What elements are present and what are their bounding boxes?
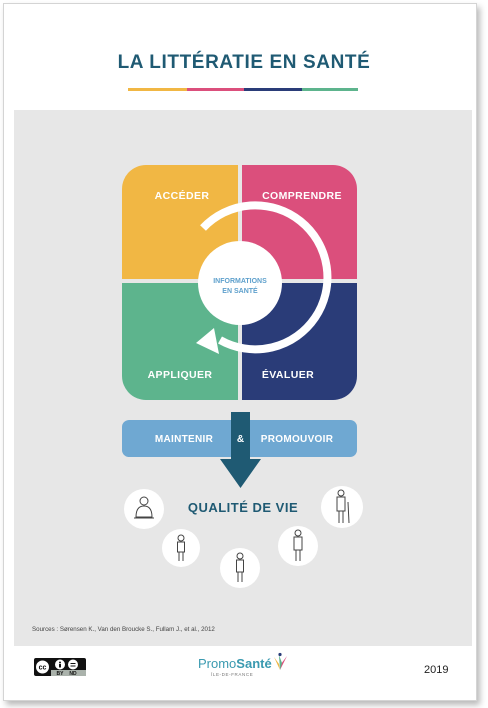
page-title: LA LITTÉRATIE EN SANTÉ [117, 52, 371, 73]
center-line-2: EN SANTÉ [222, 286, 258, 295]
label-promote: PROMOUVOIR [261, 434, 334, 445]
cc-license-badge: cc BY ND [34, 658, 86, 681]
person-teen-icon [220, 548, 260, 588]
logo-tagline: ÎLE-DE-FRANCE [211, 672, 254, 677]
cycle-arrow-icon [196, 328, 219, 354]
cc-icon [35, 659, 50, 675]
promosante-logo: PromoSanté [198, 656, 272, 671]
down-arrow-icon [220, 412, 261, 488]
center-line-1: INFORMATIONS [213, 278, 267, 285]
center-disc [198, 241, 282, 325]
cycle-ring [200, 201, 332, 354]
svg-text:ND: ND [69, 671, 77, 676]
person-elder-icon [321, 486, 363, 528]
title-underline-green [302, 88, 358, 91]
title-underline-pink [187, 88, 244, 91]
title-underline-navy [244, 88, 302, 91]
person-child-icon [162, 529, 200, 567]
title-underline-yellow [128, 88, 187, 91]
label-apply: APPLIQUER [148, 369, 213, 381]
label-access: ACCÉDER [155, 189, 210, 202]
nd-icon [68, 659, 78, 670]
label-maintain: MAINTENIR [155, 434, 214, 445]
person-baby-icon [124, 489, 164, 529]
sources-note: Sources : Sørensen K., Van den Broucke S… [32, 626, 215, 633]
svg-text:cc: cc [39, 665, 47, 672]
quality-of-life-label: QUALITÉ DE VIE [188, 500, 298, 515]
person-adult-icon [278, 526, 318, 566]
label-understand: COMPRENDRE [262, 190, 342, 202]
year-label: 2019 [424, 664, 449, 676]
label-ampersand: & [237, 434, 244, 445]
label-evaluate: ÉVALUER [262, 368, 314, 381]
logo-figure-icon [274, 652, 287, 670]
svg-text:BY: BY [57, 671, 65, 676]
